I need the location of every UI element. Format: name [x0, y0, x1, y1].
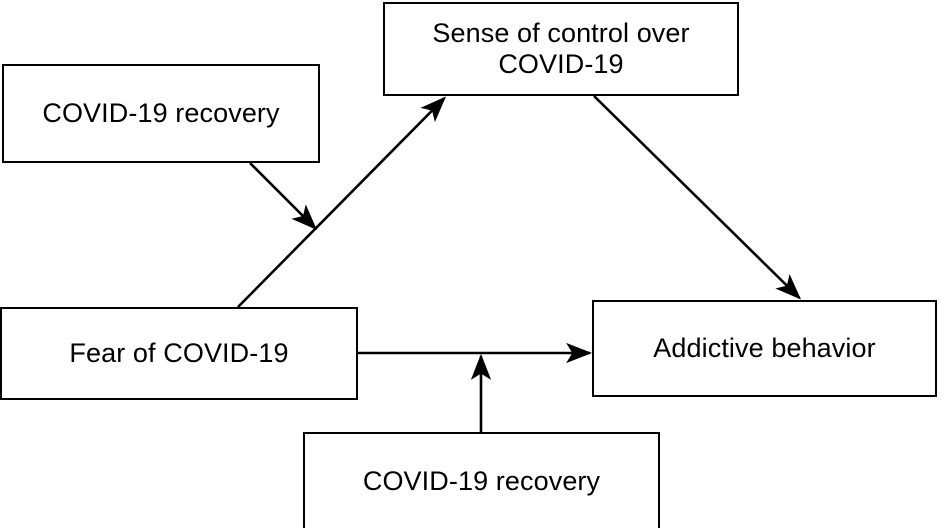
node-fear-of-covid: Fear of COVID-19	[0, 307, 358, 400]
node-label: COVID-19 recovery	[42, 97, 280, 128]
node-label: COVID-19 recovery	[362, 465, 601, 496]
edge-fear-to-sense	[237, 96, 446, 308]
node-covid-recovery-bottom: COVID-19 recovery	[303, 432, 660, 528]
edge-recovery-top-moderation	[249, 162, 317, 230]
node-label: Fear of COVID-19	[69, 337, 289, 368]
node-sense-of-control: Sense of control over COVID-19	[383, 2, 739, 96]
node-label: Sense of control over COVID-19	[432, 17, 690, 79]
node-covid-recovery-top: COVID-19 recovery	[2, 64, 320, 163]
edge-sense-to-addictive	[593, 95, 801, 300]
node-label: Addictive behavior	[653, 332, 876, 363]
node-addictive-behavior: Addictive behavior	[592, 300, 937, 397]
